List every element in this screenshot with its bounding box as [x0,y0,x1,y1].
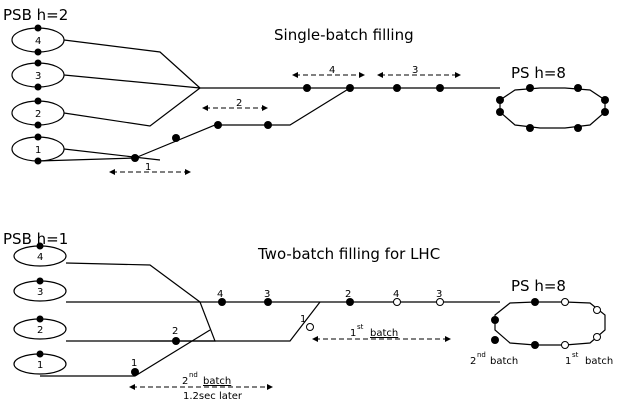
bunch-label-3b: 3 [436,289,442,300]
batch-2-label: 2 [236,98,242,109]
ring-first-sup: st [572,351,579,359]
ring-first-word: batch [585,356,613,367]
batch-arrowheads-top [109,72,461,175]
psb-rings-top [11,27,65,162]
ring-3-label-bottom: 3 [37,287,43,298]
bunch-label-3: 3 [264,289,270,300]
bunch-label-4b: 4 [393,289,399,300]
ring-first-num: 1 [565,356,571,367]
bunches-top [34,24,609,165]
ring-2-label-top: 2 [35,109,41,120]
ring-4-label-top: 4 [35,36,41,47]
bunch-label-4: 4 [217,289,223,300]
two-batch-title: Two-batch filling for LHC [257,245,440,263]
second-batch-num: 2 [182,376,188,387]
batch-4-label: 4 [329,65,335,76]
second-batch-arrow: 2 nd batch 1.2sec later [129,371,273,402]
first-batch-arrow: 1 st batch [312,323,451,342]
ps-ring-top [499,87,606,129]
ring-2-label-bottom: 2 [37,325,43,336]
psb-h1-label: PSB h=1 [3,230,68,248]
first-batch-word: batch [370,328,398,339]
ps-h8-label-top: PS h=8 [511,64,566,82]
ps-h8-label-bottom: PS h=8 [511,277,566,295]
ring-1-label-top: 1 [35,145,41,156]
ring-4-label-bottom: 4 [37,252,43,263]
batch-3-label: 3 [412,65,418,76]
single-batch-title: Single-batch filling [274,26,414,44]
ring-second-sup: nd [477,351,486,359]
batch-1-label: 1 [145,162,151,173]
ring-1-label-bottom: 1 [37,360,43,371]
psb-h2-label: PSB h=2 [3,6,68,24]
second-batch-word: batch [203,376,231,387]
bunches-bottom-open [306,298,601,349]
second-batch-sup: nd [189,371,198,379]
bunches-bottom-filled [36,242,539,376]
second-batch-later: 1.2sec later [183,391,243,402]
bunch-label-1: 1 [131,358,137,369]
transfer-lines-bottom [40,262,500,377]
ring-second-word: batch [490,356,518,367]
transfer-lines-top [37,39,500,162]
ring-3-label-top: 3 [35,71,41,82]
bunch-label-2: 2 [172,326,178,337]
bunch-label-1b: 1 [300,314,306,325]
ps-ring-bottom [494,301,606,346]
first-batch-sup: st [357,323,364,331]
batch-arrows-top [112,74,458,173]
first-batch-num: 1 [350,328,356,339]
ring-batch-labels: 2 nd batch 1 st batch [470,351,613,367]
bunch-label-2b: 2 [345,289,351,300]
ring-second-num: 2 [470,356,476,367]
